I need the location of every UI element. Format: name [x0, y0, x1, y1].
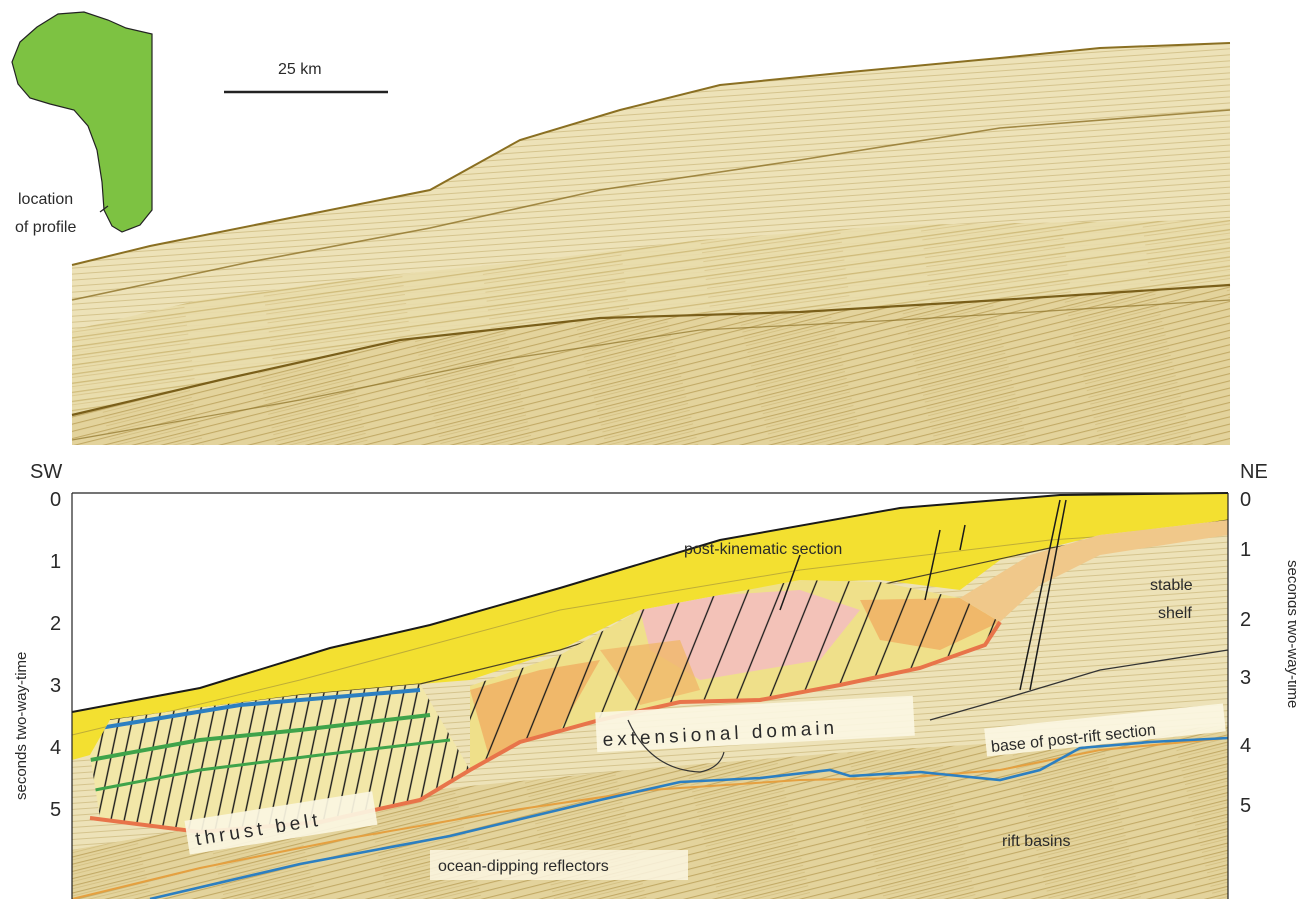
- uninterpreted-seismic-panel: [72, 43, 1230, 445]
- left-tick-2: 2: [50, 613, 61, 635]
- right-axis: NE 0 1 2 3 4 5 seconds two-way-time: [1240, 461, 1296, 817]
- label-stable-shelf-1: stable: [1150, 577, 1193, 594]
- scale-bar: 25 km: [224, 61, 388, 92]
- left-tick-5: 5: [50, 799, 61, 821]
- label-rift-basins: rift basins: [1002, 833, 1070, 850]
- left-axis-title: seconds two-way-time: [13, 652, 30, 800]
- label-post-kinematic: post-kinematic section: [684, 541, 842, 558]
- label-stable-shelf-2: shelf: [1158, 605, 1192, 622]
- direction-label-ne: NE: [1240, 461, 1268, 483]
- scale-bar-label: 25 km: [278, 61, 322, 78]
- right-tick-5: 5: [1240, 795, 1251, 817]
- right-tick-4: 4: [1240, 735, 1251, 757]
- left-tick-3: 3: [50, 675, 61, 697]
- left-tick-1: 1: [50, 551, 61, 573]
- inset-label-line1: location: [18, 191, 73, 208]
- left-tick-0: 0: [50, 489, 61, 511]
- label-ocean-dipping: ocean-dipping reflectors: [438, 858, 609, 875]
- inset-map: location of profile: [12, 12, 152, 236]
- direction-label-sw: SW: [30, 461, 62, 483]
- left-tick-4: 4: [50, 737, 61, 759]
- right-tick-3: 3: [1240, 667, 1251, 689]
- right-axis-title: seconds two-way-time: [1284, 560, 1296, 708]
- right-tick-0: 0: [1240, 489, 1251, 511]
- left-axis: SW 0 1 2 3 4 5 seconds two-way-time: [13, 461, 62, 821]
- inset-label-line2: of profile: [15, 219, 76, 236]
- right-tick-1: 1: [1240, 539, 1251, 561]
- right-tick-2: 2: [1240, 609, 1251, 631]
